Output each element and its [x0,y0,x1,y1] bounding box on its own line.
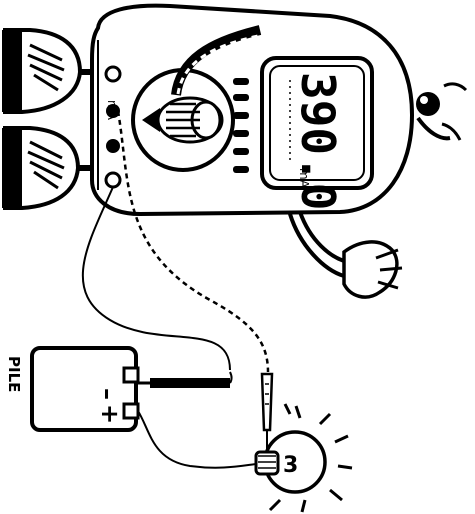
battery: – + PILE [5,348,138,430]
right-shoe [2,128,78,208]
hand [290,212,402,297]
wire-battery-to-bulb [138,411,256,468]
lcd-display: 390.0 mA [262,58,372,210]
jack-ma-label: mA [105,100,119,121]
bulb-number: 3 [283,453,298,478]
character-face [416,84,466,140]
battery-terminal-plus [124,404,138,418]
display-reading: 390.0 [291,72,345,210]
probe-black [138,372,232,388]
battery-plus-label: + [96,404,124,424]
battery-minus-label: – [94,388,122,400]
battery-terminal-minus [124,368,138,382]
jack-v [106,139,120,153]
probe-red [262,374,272,452]
display-unit: mA [297,168,311,189]
left-shoe [2,30,80,112]
battery-label: PILE [5,356,23,392]
jack-common [106,173,120,187]
jack-com [106,67,120,81]
